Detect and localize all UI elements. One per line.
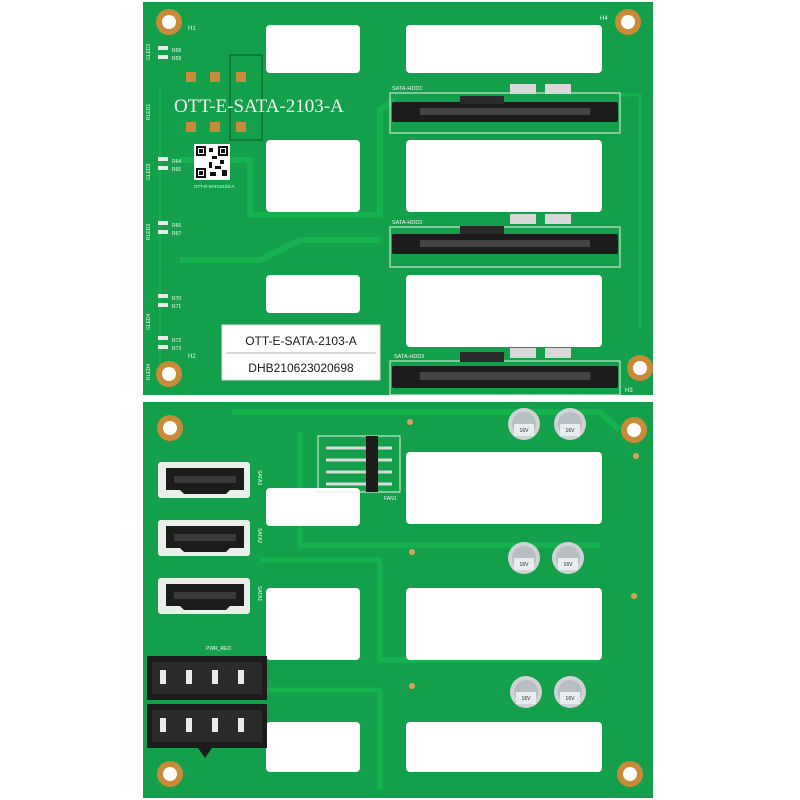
mounting-hole-icon (157, 415, 183, 441)
power-label: PWR_RED (206, 646, 231, 652)
board-cutout (266, 588, 360, 660)
connector-label: SATA-HDD2 (392, 220, 422, 226)
hole-label: H1 (188, 26, 196, 32)
qr-caption: OTT-E-SATA2103-A (194, 184, 234, 189)
board-cutout (406, 275, 602, 347)
board-cutout (406, 25, 602, 73)
led-label: GLED4 (146, 313, 152, 330)
resistor-label: R64 (172, 159, 181, 165)
pad-grid (186, 54, 263, 141)
hole-label: H3 (625, 388, 633, 394)
board-cutout (406, 452, 602, 524)
resistor-label: R67 (172, 231, 181, 237)
capacitor-marking: 16V (522, 696, 532, 702)
sata-hdd-connector-3: SATA-HDD3 (389, 348, 621, 396)
board-cutout (266, 275, 360, 313)
sticker-serial: DHB210623020698 (248, 361, 354, 375)
smd-components (158, 46, 168, 349)
trace (232, 409, 623, 433)
fan-label: FAN1 (384, 496, 397, 502)
led-label: RLED1 (146, 104, 152, 120)
capacitor-icon: 16V (508, 542, 540, 574)
mounting-hole-icon (156, 9, 182, 35)
hole-label: H2 (188, 354, 196, 360)
capacitor-icon: 16V (554, 408, 586, 440)
board-cutout (266, 722, 360, 772)
sata-port-2: SATA2 (158, 520, 262, 556)
mounting-hole-icon (627, 355, 653, 381)
capacitor-marking: 16V (520, 562, 530, 568)
capacitor-icon: 16V (510, 676, 542, 708)
led-label: RLED3 (146, 224, 152, 240)
molex-power-connector (147, 704, 267, 758)
capacitor-icon: 16V (552, 542, 584, 574)
sata-port-1: SATA1 (158, 578, 262, 614)
fan-header: FAN1 (317, 435, 401, 502)
resistor-label: R70 (172, 296, 181, 302)
board-cutout (406, 588, 602, 660)
vias (407, 419, 639, 689)
capacitor-icon: 16V (508, 408, 540, 440)
capacitor-marking: 16V (564, 562, 574, 568)
led-label: GLED1 (146, 43, 152, 60)
sata-port-label: SATA3 (256, 470, 262, 485)
trace (620, 93, 642, 330)
board-cutout (266, 488, 360, 526)
connector-label: SATA-HDD1 (392, 86, 422, 92)
led-labels: GLED1 RLED1 GLED3 RLED3 GLED4 RLED4 (146, 43, 152, 380)
resistor-label: R71 (172, 304, 181, 310)
sata-hdd-connector-1: SATA-HDD1 (389, 84, 621, 134)
resistor-label: R72 (172, 338, 181, 344)
qr-code-icon (194, 144, 230, 180)
trace (250, 687, 383, 790)
board-title: OTT-E-SATA-2103-A (174, 96, 344, 117)
bottom-board: SATA3 SATA2 SATA1 FAN1 PW (143, 402, 653, 798)
resistor-label: R66 (172, 223, 181, 229)
molex-power-connector (147, 656, 267, 700)
board-cutout (406, 140, 602, 212)
mounting-hole-icon (156, 361, 182, 387)
sata-port-3: SATA3 (158, 462, 262, 498)
board-cutout (266, 25, 360, 73)
sata-port-label: SATA1 (256, 586, 262, 601)
resistor-label: R65 (172, 167, 181, 173)
capacitor-marking: 16V (566, 696, 576, 702)
resistor-label: R59 (172, 56, 181, 62)
trace (297, 432, 600, 548)
mounting-hole-icon (621, 417, 647, 443)
resistor-labels: R58 R59 R64 R65 R66 R67 R70 R71 R72 R73 (172, 48, 181, 352)
led-label: RLED4 (146, 364, 152, 380)
mounting-hole-icon (617, 761, 643, 787)
sata-port-label: SATA2 (256, 528, 262, 543)
capacitor-icon: 16V (554, 676, 586, 708)
capacitor-marking: 16V (520, 428, 530, 434)
sata-hdd-connector-2: SATA-HDD2 (389, 214, 621, 268)
mounting-hole-icon (615, 9, 641, 35)
resistor-label: R73 (172, 346, 181, 352)
board-cutout (266, 140, 360, 212)
resistor-label: R58 (172, 48, 181, 54)
sticker-model: OTT-E-SATA-2103-A (245, 334, 357, 348)
led-label: GLED3 (146, 163, 152, 180)
board-cutout (406, 722, 602, 772)
serial-sticker: OTT-E-SATA-2103-A DHB210623020698 (221, 324, 381, 381)
mounting-hole-icon (157, 761, 183, 787)
trace (180, 237, 380, 263)
trace (180, 97, 397, 218)
connector-label: SATA-HDD3 (394, 354, 424, 360)
capacitor-marking: 16V (566, 428, 576, 434)
hole-label: H4 (600, 16, 608, 22)
top-board: H1 H4 H2 H3 GLED1 RLED1 GLED3 RLED3 GLED… (143, 2, 653, 396)
